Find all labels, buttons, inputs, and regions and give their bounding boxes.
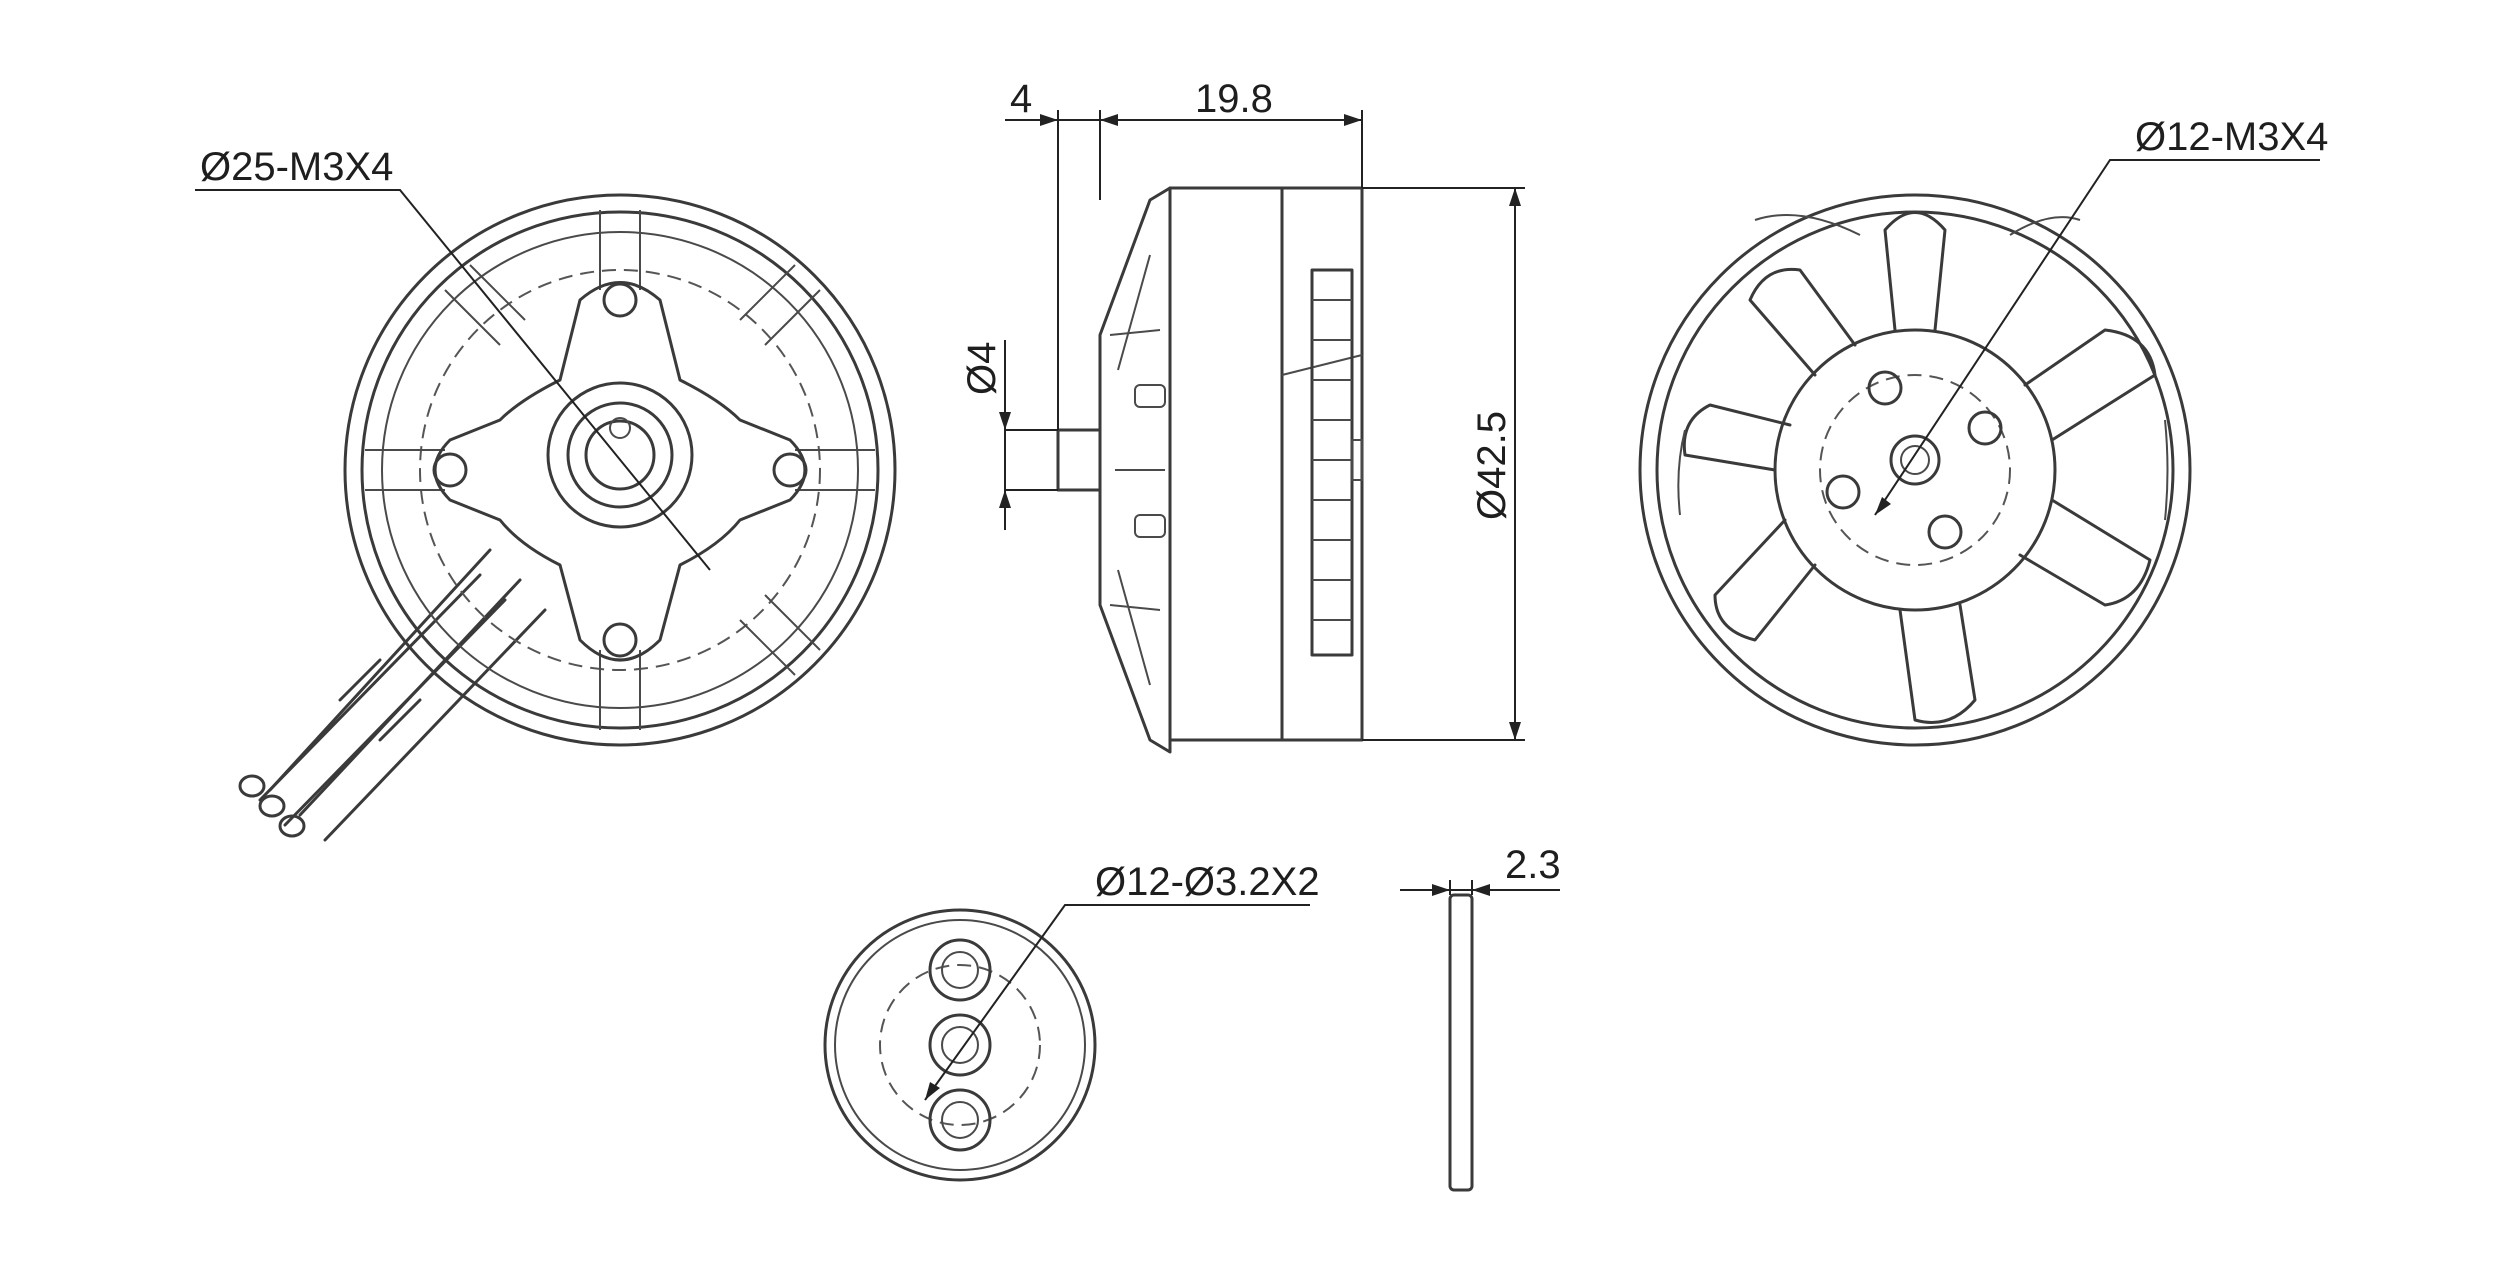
circlip bbox=[609, 417, 631, 439]
bell-hub bbox=[1773, 328, 2057, 612]
bolt-circle bbox=[419, 269, 821, 671]
bell-bolt-circle bbox=[1819, 374, 2011, 566]
adapter-center-hole bbox=[928, 1013, 992, 1077]
mount-hole-right bbox=[772, 452, 808, 488]
motor-wires bbox=[238, 548, 547, 842]
prop-adapter-side-view: 2.3 bbox=[1400, 843, 1561, 1192]
bell-hole-3 bbox=[1927, 514, 1963, 550]
mount-hole-left bbox=[432, 452, 468, 488]
body-length-label: 19.8 bbox=[1195, 77, 1273, 121]
prop-adapter-side bbox=[1310, 268, 1354, 657]
bell-spokes bbox=[1677, 211, 2169, 724]
shaft-end bbox=[584, 419, 656, 491]
top-view: Ø12-M3X4 bbox=[1638, 115, 2328, 747]
shaft bbox=[1056, 428, 1102, 492]
motor-can-front bbox=[1168, 186, 1284, 742]
adapter-hole-bottom bbox=[928, 1088, 992, 1152]
body-diameter-label: Ø42.5 bbox=[1470, 411, 1514, 520]
shaft-diameter-label: Ø4 bbox=[960, 342, 1004, 395]
stator-mount-leader bbox=[195, 189, 711, 571]
mount-hole-top bbox=[602, 282, 638, 318]
stator-mount-label: Ø25-M3X4 bbox=[200, 145, 393, 189]
bell-center-hole bbox=[1889, 434, 1941, 486]
adapter-hole-top bbox=[928, 938, 992, 1002]
adapter-plate-side bbox=[1448, 893, 1474, 1192]
outer-ring bbox=[343, 193, 897, 747]
prop-adapter-front-view: Ø12-Ø3.2X2 bbox=[823, 860, 1320, 1182]
adapter-holes-label: Ø12-Ø3.2X2 bbox=[1095, 860, 1320, 904]
adapter-leader bbox=[924, 904, 1310, 1101]
stator-base bbox=[1098, 186, 1172, 754]
stator-spokes bbox=[365, 210, 875, 730]
adapter-outer bbox=[823, 908, 1097, 1182]
adapter-thickness-label: 2.3 bbox=[1505, 843, 1561, 887]
side-view: 4 19.8 Ø4 Ø42.5 bbox=[960, 77, 1525, 754]
bottom-view: Ø25-M3X4 bbox=[195, 145, 897, 842]
mount-plate bbox=[433, 281, 807, 662]
mount-hole-bottom bbox=[602, 622, 638, 658]
bell-hole-4 bbox=[1825, 474, 1861, 510]
shaft-length-label: 4 bbox=[1010, 77, 1032, 121]
bell-mount-label: Ø12-M3X4 bbox=[2135, 115, 2328, 159]
bell-hole-1 bbox=[1867, 370, 1903, 406]
adapter-bolt-circle bbox=[879, 964, 1041, 1126]
bell-hole-2 bbox=[1967, 410, 2003, 446]
bearing-housing bbox=[546, 381, 694, 529]
bell-outer-ring bbox=[1638, 193, 2192, 747]
